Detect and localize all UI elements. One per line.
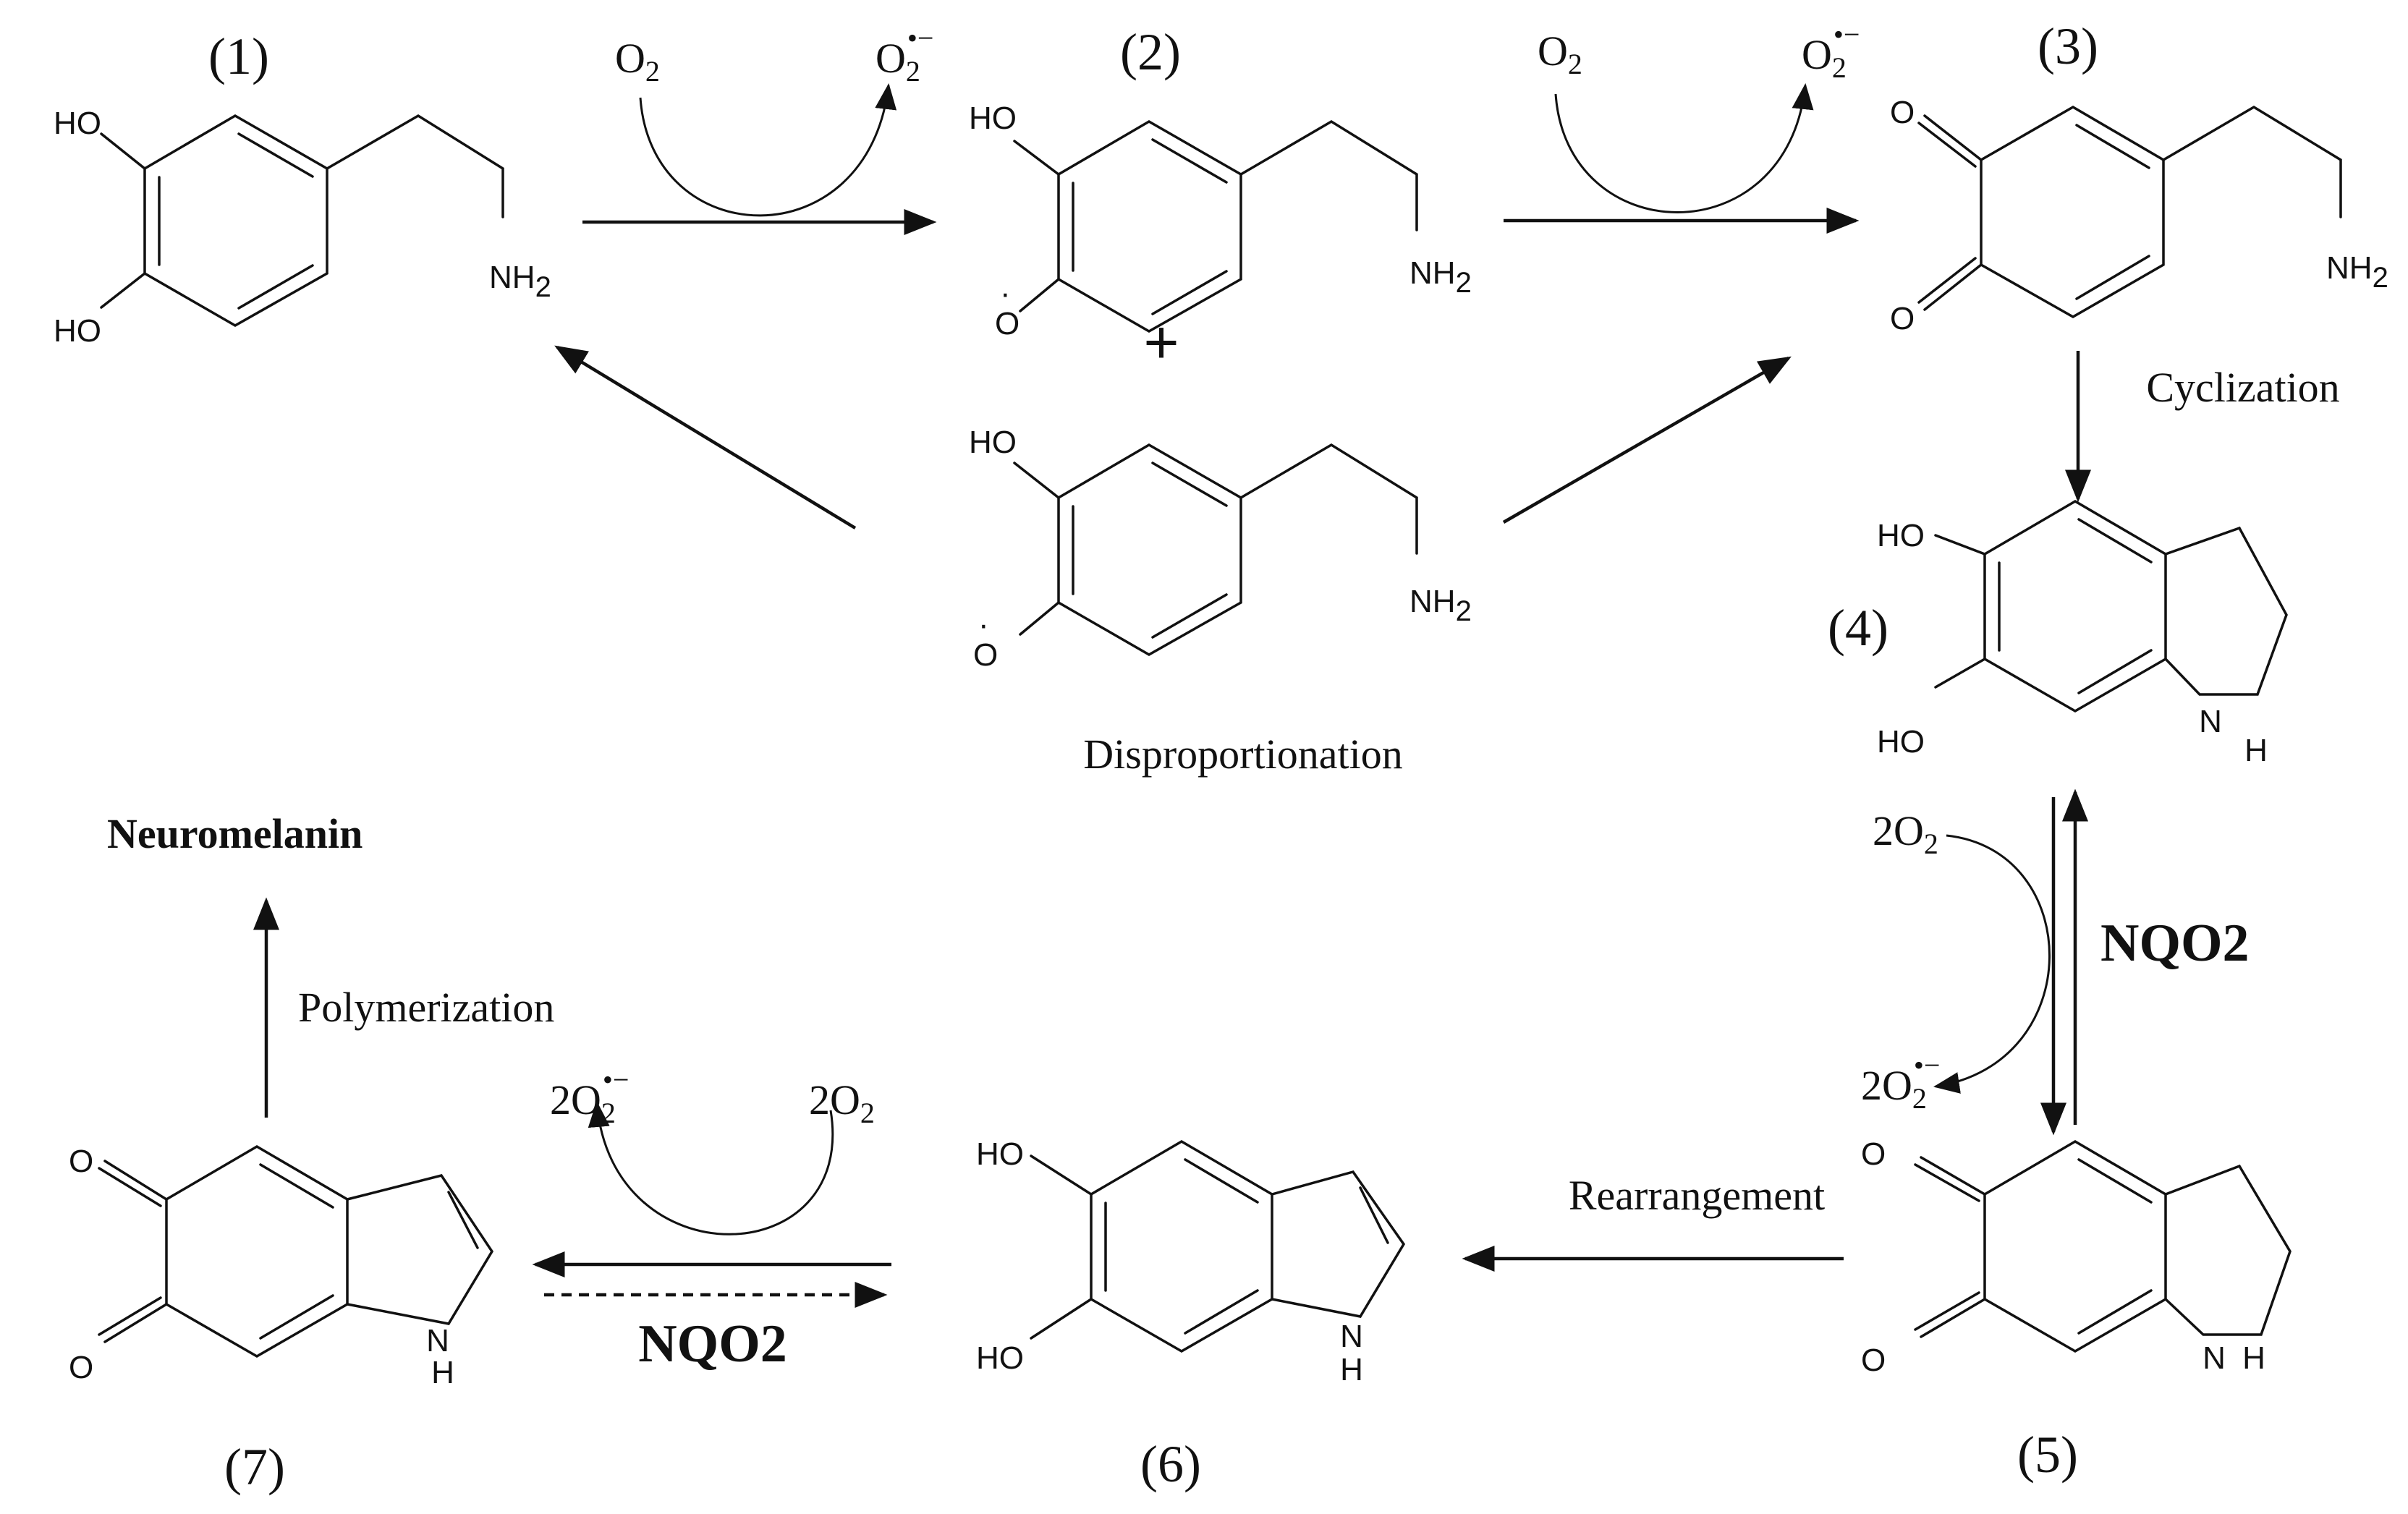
rearrangement-label: Rearrangement — [1569, 1172, 1825, 1219]
oxygen-consumption-curve — [1933, 834, 2051, 1094]
compound-number-6: (6) — [1140, 1435, 1201, 1493]
compound-4-leukoaminochrome-structure: HO HO N H — [1877, 499, 2288, 768]
plus-sign: + — [1143, 308, 1179, 376]
hydroxyl-label: HO — [54, 313, 101, 349]
compound-1-dopamine-structure: HO HO NH2 — [54, 106, 551, 349]
compound-number-5: (5) — [2017, 1426, 2078, 1484]
compound-number-3: (3) — [2038, 17, 2098, 75]
disproportionation-label: Disproportionation — [1083, 731, 1402, 778]
compound-3-quinone-structure: O O NH2 — [1890, 95, 2388, 336]
oxygen-consumption-curve — [639, 83, 897, 217]
superoxide-product-label: O2•− — [876, 22, 933, 88]
amine-label: NH2 — [2326, 250, 2388, 294]
compound-7-indolequinone-structure: O O N H — [69, 1144, 494, 1390]
compound-number-2: (2) — [1120, 23, 1181, 81]
hydroxyl-label: HO — [1877, 724, 1925, 760]
oxygen-radical-label: O — [995, 306, 1019, 341]
hydroxyl-label: HO — [969, 425, 1017, 460]
compound-5-aminochrome-structure: O O N H — [1861, 1136, 2292, 1378]
ring-nitrogen-label: N — [426, 1323, 449, 1358]
compound-2-semiquinone-second-structure: HO O · NH2 — [969, 425, 1472, 673]
amine-label: NH2 — [1409, 255, 1472, 299]
superoxide-product-label: 2O2•− — [1861, 1049, 1940, 1115]
oxygen-radical-label: O — [973, 637, 998, 673]
carbonyl-oxygen-label: O — [69, 1350, 93, 1385]
hydroxyl-label: HO — [54, 106, 101, 141]
cyclization-label: Cyclization — [2146, 364, 2339, 411]
radical-dot: · — [1000, 276, 1011, 311]
compound-number-1: (1) — [208, 27, 269, 85]
ring-hydrogen-label: H — [2244, 733, 2268, 768]
hydroxyl-label: HO — [1877, 518, 1925, 553]
oxygen-reagent-label: O2 — [1538, 27, 1582, 80]
ring-nitrogen-label: N — [1340, 1319, 1363, 1354]
compound-2-semiquinone-structure: HO O · NH2 — [969, 101, 1472, 341]
amine-label: NH2 — [1409, 584, 1472, 627]
oxygen-reagent-label: 2O2 — [809, 1076, 875, 1129]
superoxide-product-label: O2•− — [1802, 18, 1860, 84]
neuromelanin-label: Neuromelanin — [107, 810, 363, 857]
ring-hydrogen-label: H — [1340, 1352, 1363, 1387]
compound-number-7: (7) — [224, 1438, 285, 1496]
polymerization-label: Polymerization — [298, 984, 554, 1031]
carbonyl-oxygen-label: O — [1861, 1343, 1886, 1378]
hydroxyl-label: HO — [976, 1340, 1024, 1376]
hydroxyl-label: HO — [969, 101, 1017, 136]
disproportionation-arrow-to-1 — [554, 345, 857, 530]
disproportionation-arrow-to-3 — [1502, 356, 1792, 524]
oxygen-consumption-curve — [588, 1101, 834, 1236]
oxygen-reagent-label: O2 — [615, 35, 660, 88]
oxygen-consumption-curve — [1554, 83, 1814, 213]
carbonyl-oxygen-label: O — [1861, 1136, 1886, 1172]
ring-hydrogen-label: H — [431, 1355, 454, 1390]
carbonyl-oxygen-label: O — [1890, 95, 1915, 130]
compound-number-4: (4) — [1828, 599, 1888, 657]
ring-nitrogen-label: N — [2203, 1340, 2226, 1376]
amine-label: NH2 — [489, 260, 551, 303]
hydroxyl-label: HO — [976, 1136, 1024, 1172]
ring-nitrogen-label: N — [2199, 704, 2222, 739]
superoxide-product-label: 2O2•− — [550, 1063, 629, 1129]
compound-6-dihydroxyindole-structure: HO HO N H — [976, 1136, 1406, 1387]
enzyme-label-nqo2: NQO2 — [2100, 914, 2250, 973]
carbonyl-oxygen-label: O — [1890, 301, 1915, 336]
carbonyl-oxygen-label: O — [69, 1144, 93, 1179]
ring-hydrogen-label: H — [2242, 1340, 2265, 1376]
enzyme-label-nqo2: NQO2 — [638, 1314, 787, 1374]
oxygen-reagent-label: 2O2 — [1873, 807, 1938, 860]
radical-dot: · — [978, 607, 989, 642]
